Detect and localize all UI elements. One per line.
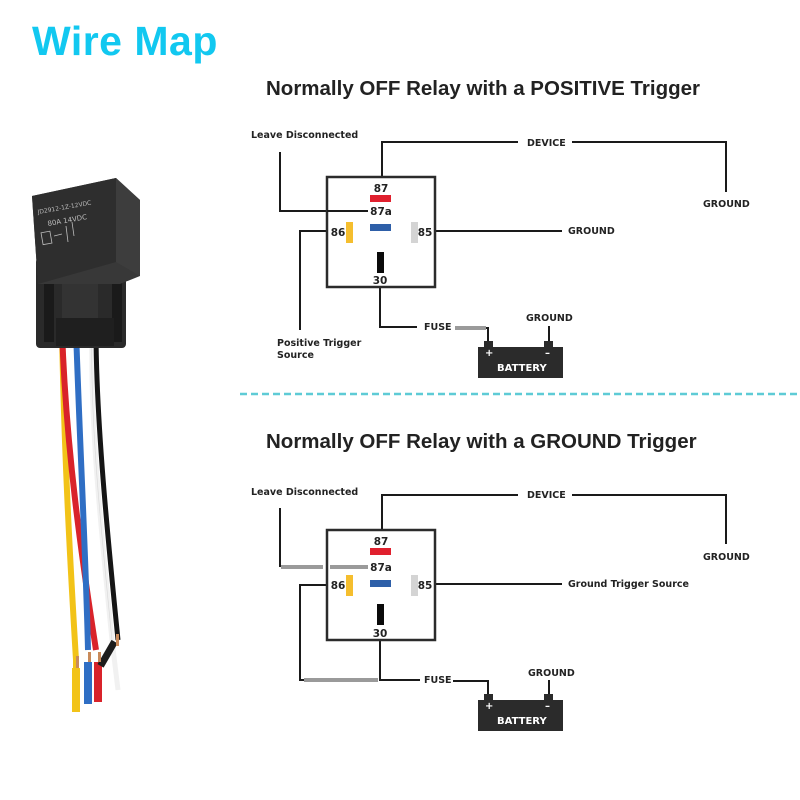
relay-body: JD2912-1Z-12VDC 80A 14VDC	[32, 178, 140, 284]
terminal-yellow	[72, 668, 80, 712]
label-battery-ground: GROUND	[528, 668, 575, 679]
label-device: DEVICE	[527, 490, 566, 501]
wire-white-outline	[91, 329, 113, 641]
pin-87-label: 87	[374, 536, 389, 548]
pin-87a	[370, 224, 391, 231]
pin-85-label: 85	[418, 227, 433, 239]
diagram-ground-trigger: Leave Disconnected DEVICE GROUND Ground …	[251, 487, 750, 731]
page-title: Wire Map	[32, 18, 218, 64]
pin-85-label: 85	[418, 580, 433, 592]
label-device-ground: GROUND	[703, 552, 750, 563]
wire-black	[93, 329, 121, 641]
relay-box-2: 87 87a 86 85 30	[325, 528, 437, 642]
pin-87	[370, 548, 391, 555]
diagram-positive-trigger: Leave Disconnected DEVICE GROUND GROUND …	[251, 130, 750, 378]
copper-tip-3	[98, 652, 101, 662]
terminal-blue	[84, 662, 92, 704]
copper-tip-1	[76, 656, 79, 668]
battery-plus-icon: +	[485, 348, 493, 359]
battery-label: BATTERY	[497, 363, 547, 374]
battery-minus-icon: –	[545, 701, 550, 712]
wire-fuse-battery	[453, 680, 489, 695]
label-battery-ground: GROUND	[526, 313, 573, 324]
label-pin85-target: Ground Trigger Source	[568, 579, 689, 590]
pin-30-label: 30	[373, 275, 388, 287]
wire-87-device	[381, 141, 518, 177]
terminal-black	[97, 639, 118, 668]
label-fuse: FUSE	[424, 322, 452, 333]
label-fuse: FUSE	[424, 675, 452, 686]
label-trigger-line1: Positive Trigger	[277, 338, 362, 349]
harness-wires	[59, 329, 121, 712]
label-leave-disconnected: Leave Disconnected	[251, 130, 358, 141]
wire-red	[59, 329, 99, 651]
label-device: DEVICE	[527, 138, 566, 149]
pin-86-label: 86	[331, 580, 346, 592]
wire-86-loop	[299, 584, 327, 681]
pin-86	[346, 222, 353, 243]
pin-86	[346, 575, 353, 596]
pin-85	[411, 222, 418, 243]
pin-87a-label: 87a	[370, 562, 392, 574]
label-trigger-line2: Source	[277, 350, 314, 361]
wire-blue	[73, 329, 91, 651]
pin-87a	[370, 580, 391, 587]
wire-fuse-battery	[486, 327, 489, 342]
pin-87a-label: 87a	[370, 206, 392, 218]
diagram-title-ground: Normally OFF Relay with a GROUND Trigger	[266, 430, 697, 453]
relay-product-photo: JD2912-1Z-12VDC 80A 14VDC	[32, 178, 140, 712]
diagram-title-positive: Normally OFF Relay with a POSITIVE Trigg…	[266, 77, 701, 100]
wire-30-fuse	[379, 287, 417, 328]
battery-plus-icon: +	[485, 701, 493, 712]
battery-2: + – BATTERY	[478, 694, 563, 731]
wire-87-device	[381, 494, 518, 530]
battery-minus-icon: –	[545, 348, 550, 359]
pin-87-label: 87	[374, 183, 389, 195]
terminal-red	[94, 662, 102, 702]
label-device-ground: GROUND	[703, 199, 750, 210]
battery-label: BATTERY	[497, 716, 547, 727]
relay-schematic-glyph	[40, 221, 75, 246]
label-leave-disconnected: Leave Disconnected	[251, 487, 358, 498]
relay-box-1: 87 87a 86 85 30	[325, 175, 437, 289]
wire-device-ground	[572, 141, 727, 192]
battery-1: + – BATTERY	[478, 341, 563, 378]
wire-86-trigger	[299, 230, 327, 330]
label-pin85-target: GROUND	[568, 226, 615, 237]
pin-85	[411, 575, 418, 596]
wire-device-ground	[572, 494, 727, 544]
pin-30	[377, 604, 384, 625]
pin-86-label: 86	[331, 227, 346, 239]
pin-30-label: 30	[373, 628, 388, 640]
copper-tip-4	[116, 634, 119, 646]
pin-30	[377, 252, 384, 273]
copper-tip-2	[88, 652, 91, 662]
pin-87	[370, 195, 391, 202]
wire-30-fuse	[379, 640, 420, 681]
